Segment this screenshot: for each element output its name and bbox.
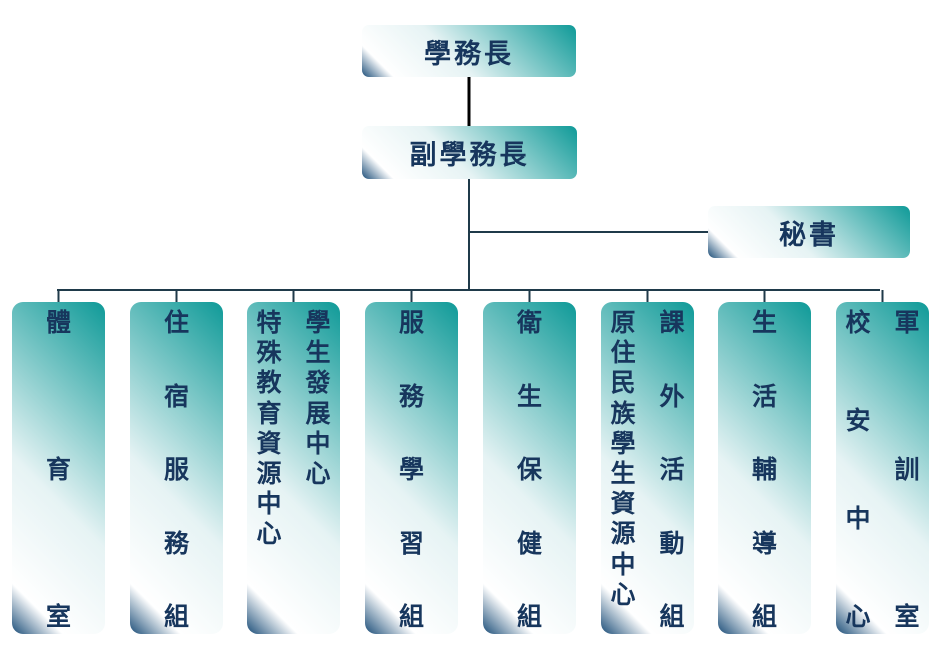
secretary-box[interactable]: 秘書 <box>708 206 910 258</box>
unit-box[interactable]: 學生發展中心特殊教育資源中心 <box>247 302 340 634</box>
unit-box[interactable]: 軍訓室校安中心 <box>836 302 929 634</box>
unit-box[interactable]: 衛生保健組 <box>483 302 576 634</box>
connector-unit-drops <box>57 290 884 302</box>
unit-label: 生活輔導組 <box>751 308 777 631</box>
unit-box[interactable]: 服務學習組 <box>365 302 458 634</box>
unit-label: 課外活動組 <box>659 308 685 631</box>
unit-label: 軍訓室 <box>894 308 920 631</box>
deputy-box[interactable]: 副學務長 <box>362 126 577 179</box>
unit-box[interactable]: 課外活動組原住民族學生資源中心 <box>601 302 694 634</box>
head-box[interactable]: 學務長 <box>362 25 576 77</box>
unit-box[interactable]: 生活輔導組 <box>718 302 811 634</box>
unit-sub-label: 校安中心 <box>845 308 871 631</box>
unit-label: 衛生保健組 <box>516 308 542 631</box>
unit-label: 服務學習組 <box>398 308 424 631</box>
head-label: 學務長 <box>424 38 514 70</box>
unit-label: 住宿服務組 <box>163 308 189 631</box>
unit-box[interactable]: 住宿服務組 <box>130 302 223 634</box>
unit-sub-label: 特殊教育資源中心 <box>256 308 282 549</box>
unit-sub-label: 原住民族學生資源中心 <box>610 308 636 609</box>
unit-box[interactable]: 體育室 <box>12 302 105 634</box>
deputy-label: 副學務長 <box>409 140 530 171</box>
secretary-label: 秘書 <box>779 219 839 251</box>
unit-label: 體育室 <box>45 308 71 631</box>
unit-label: 學生發展中心 <box>305 308 331 488</box>
